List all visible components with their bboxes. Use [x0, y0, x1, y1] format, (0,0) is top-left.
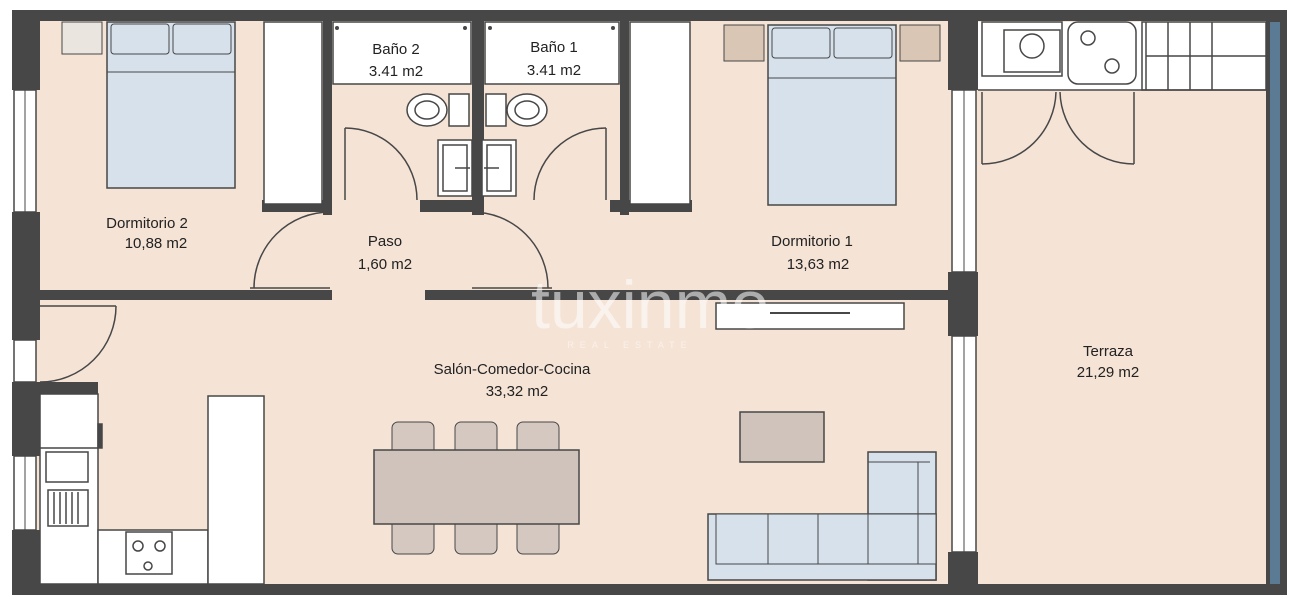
kitchen — [39, 393, 265, 585]
terrace-appliances — [978, 21, 1267, 91]
windows — [13, 22, 1280, 584]
room-area-dormitorio-2: 10,88 m2 — [125, 235, 188, 252]
watermark-tagline: REAL ESTATE — [567, 340, 692, 350]
dining-table — [373, 421, 580, 555]
room-area-terraza: 21,29 m2 — [1077, 364, 1140, 381]
room-name-paso: Paso — [368, 233, 402, 250]
room-area-salon-comedor-cocina: 33,32 m2 — [486, 383, 549, 400]
living-furniture — [707, 411, 937, 581]
bed-dormitorio-1 — [723, 24, 941, 206]
room-name-dormitorio-1: Dormitorio 1 — [771, 233, 853, 250]
doors — [39, 91, 1135, 383]
room-area-bano-2: 3.41 m2 — [369, 63, 423, 80]
room-name-terraza: Terraza — [1083, 343, 1134, 360]
room-name-salon-comedor-cocina: Salón-Comedor-Cocina — [434, 361, 591, 378]
bathroom-fixtures — [332, 21, 620, 197]
room-area-dormitorio-1: 13,63 m2 — [787, 256, 850, 273]
watermark-brand: tuxinmo — [531, 267, 769, 343]
room-name-dormitorio-2: Dormitorio 2 — [106, 215, 188, 232]
room-name-bano-2: Baño 2 — [372, 41, 420, 58]
bed-dormitorio-2 — [61, 21, 236, 189]
room-area-bano-1: 3.41 m2 — [527, 62, 581, 79]
room-area-paso: 1,60 m2 — [358, 256, 412, 273]
wardrobes — [263, 21, 905, 330]
room-name-bano-1: Baño 1 — [530, 39, 578, 56]
